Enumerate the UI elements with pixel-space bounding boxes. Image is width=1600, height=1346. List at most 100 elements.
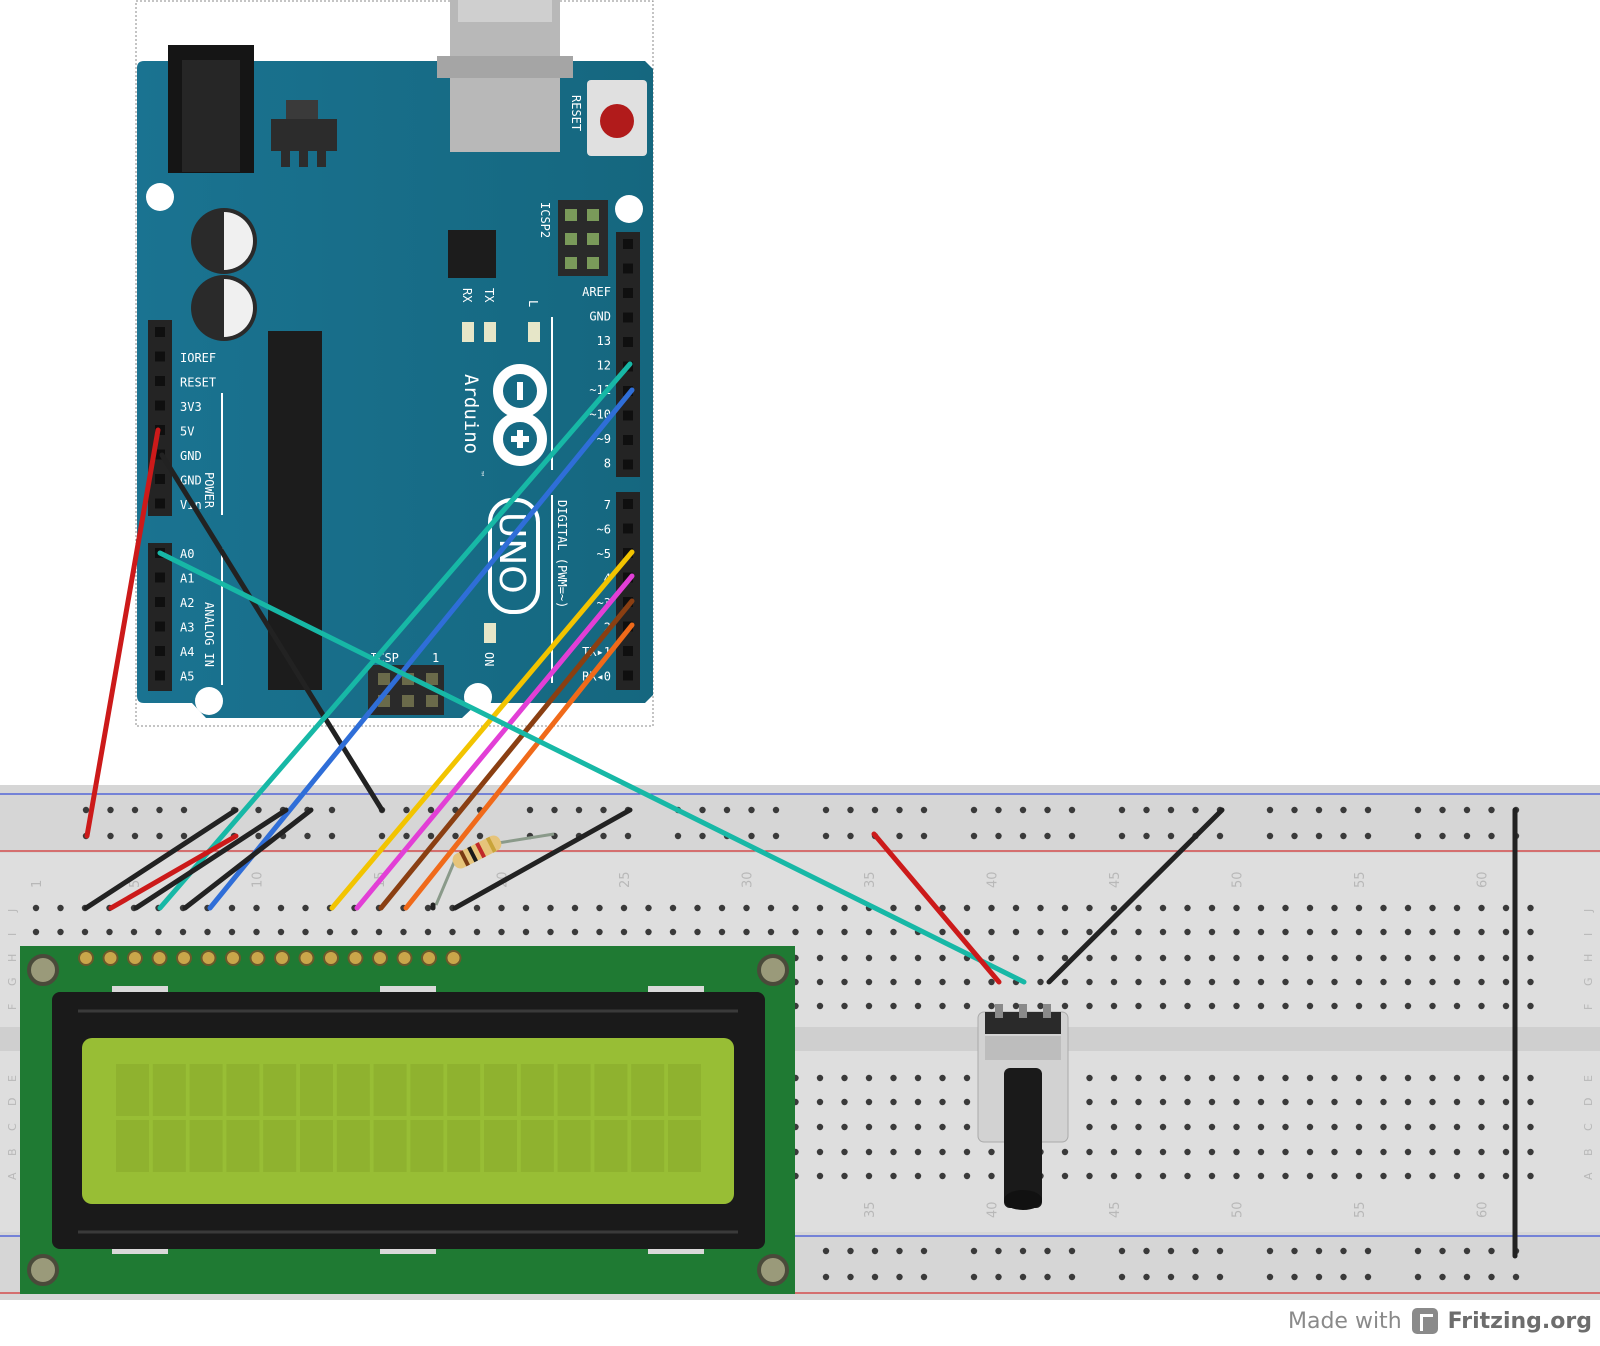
breadboard-hole[interactable] [1110, 954, 1118, 962]
breadboard-hole[interactable] [1282, 978, 1289, 986]
breadboard-hole[interactable] [1331, 904, 1338, 912]
breadboard-hole[interactable] [1086, 1148, 1093, 1156]
rail-hole[interactable] [551, 806, 558, 814]
breadboard-hole[interactable] [1135, 1123, 1142, 1131]
breadboard-hole[interactable] [1355, 978, 1363, 986]
rail-hole[interactable] [699, 832, 706, 840]
breadboard-hole[interactable] [1233, 928, 1240, 936]
breadboard-hole[interactable] [1355, 928, 1363, 936]
breadboard-hole[interactable] [743, 928, 750, 936]
breadboard-hole[interactable] [1453, 1098, 1461, 1106]
rail-hole[interactable] [896, 806, 903, 814]
breadboard-hole[interactable] [963, 1123, 971, 1131]
breadboard-hole[interactable] [1527, 1098, 1534, 1106]
breadboard-hole[interactable] [816, 1002, 824, 1010]
breadboard-hole[interactable] [914, 1123, 922, 1131]
rail-hole[interactable] [1118, 1273, 1126, 1281]
rail-hole[interactable] [1068, 1247, 1076, 1255]
breadboard-hole[interactable] [1404, 954, 1412, 962]
rail-hole[interactable] [1340, 832, 1347, 840]
breadboard-hole[interactable] [1135, 928, 1142, 936]
rail-hole[interactable] [970, 1247, 978, 1255]
breadboard-hole[interactable] [841, 954, 848, 962]
reset-button[interactable] [600, 104, 634, 138]
breadboard-hole[interactable] [865, 1172, 873, 1180]
breadboard-hole[interactable] [424, 904, 432, 912]
header-pin[interactable] [155, 597, 165, 607]
rail-hole[interactable] [896, 1247, 903, 1255]
breadboard-hole[interactable] [1257, 1123, 1265, 1131]
rail-hole[interactable] [1439, 832, 1446, 840]
header-pin[interactable] [155, 400, 165, 411]
rail-hole[interactable] [847, 1247, 854, 1255]
rail-hole[interactable] [255, 806, 262, 814]
breadboard-hole[interactable] [1110, 1098, 1118, 1106]
breadboard-hole[interactable] [841, 1074, 848, 1082]
breadboard-hole[interactable] [1429, 1148, 1436, 1156]
breadboard-hole[interactable] [228, 928, 236, 936]
breadboard-hole[interactable] [988, 928, 995, 936]
breadboard-hole[interactable] [1380, 1172, 1387, 1180]
breadboard-hole[interactable] [1380, 1002, 1387, 1010]
rail-hole[interactable] [1414, 806, 1422, 814]
lcd-ground-wire[interactable] [182, 807, 314, 911]
breadboard-hole[interactable] [1527, 1148, 1534, 1156]
breadboard-hole[interactable] [1135, 1002, 1142, 1010]
breadboard-hole[interactable] [865, 928, 873, 936]
breadboard-hole[interactable] [1404, 904, 1412, 912]
breadboard-hole[interactable] [988, 904, 995, 912]
fritzing-brand-link[interactable]: Fritzing.org [1447, 1308, 1592, 1334]
breadboard-hole[interactable] [1331, 1148, 1338, 1156]
breadboard-hole[interactable] [1478, 1123, 1485, 1131]
breadboard-hole[interactable] [939, 1074, 946, 1082]
breadboard-hole[interactable] [1306, 904, 1314, 912]
rail-hole[interactable] [1488, 1247, 1495, 1255]
rail-hole[interactable] [822, 1247, 830, 1255]
a0-wire[interactable] [157, 550, 1027, 985]
breadboard-hole[interactable] [1380, 1123, 1387, 1131]
breadboard-hole[interactable] [1502, 978, 1510, 986]
breadboard-hole[interactable] [1404, 928, 1412, 936]
rail-hole[interactable] [699, 806, 706, 814]
rail-hole[interactable] [970, 832, 978, 840]
lcd-pin[interactable] [225, 950, 241, 966]
breadboard-hole[interactable] [522, 928, 530, 936]
breadboard-hole[interactable] [1282, 954, 1289, 962]
breadboard-hole[interactable] [1306, 1172, 1314, 1180]
breadboard-hole[interactable] [1257, 1002, 1265, 1010]
breadboard-hole[interactable] [1037, 954, 1044, 962]
breadboard-hole[interactable] [1478, 1002, 1485, 1010]
breadboard-hole[interactable] [449, 928, 456, 936]
breadboard-hole[interactable] [890, 978, 897, 986]
breadboard-hole[interactable] [1257, 1074, 1265, 1082]
breadboard-hole[interactable] [841, 1123, 848, 1131]
rail-hole[interactable] [822, 832, 830, 840]
breadboard-hole[interactable] [204, 928, 211, 936]
rail-hole[interactable] [995, 832, 1002, 840]
breadboard-hole[interactable] [890, 904, 897, 912]
breadboard-hole[interactable] [1282, 928, 1289, 936]
rail-hole[interactable] [600, 832, 607, 840]
breadboard-hole[interactable] [1355, 1098, 1363, 1106]
rail-hole[interactable] [403, 806, 410, 814]
lcd-k-wire[interactable] [452, 807, 633, 911]
rail-hole[interactable] [871, 806, 879, 814]
breadboard-hole[interactable] [351, 928, 358, 936]
breadboard-hole[interactable] [939, 1123, 946, 1131]
lcd-pin[interactable] [127, 950, 143, 966]
breadboard-hole[interactable] [1502, 1148, 1510, 1156]
breadboard-hole[interactable] [1208, 928, 1216, 936]
d3-wire[interactable] [378, 598, 635, 911]
rail-hole[interactable] [1266, 1247, 1274, 1255]
breadboard-hole[interactable] [106, 928, 113, 936]
breadboard-hole[interactable] [963, 1074, 971, 1082]
rail-hole[interactable] [1143, 806, 1150, 814]
rail-hole[interactable] [575, 806, 583, 814]
rail-hole[interactable] [1488, 832, 1495, 840]
breadboard-hole[interactable] [841, 1098, 848, 1106]
breadboard-hole[interactable] [1453, 1002, 1461, 1010]
breadboard-hole[interactable] [1233, 1074, 1240, 1082]
rail-hole[interactable] [1044, 806, 1051, 814]
breadboard-hole[interactable] [1061, 954, 1069, 962]
breadboard-hole[interactable] [1429, 1002, 1436, 1010]
